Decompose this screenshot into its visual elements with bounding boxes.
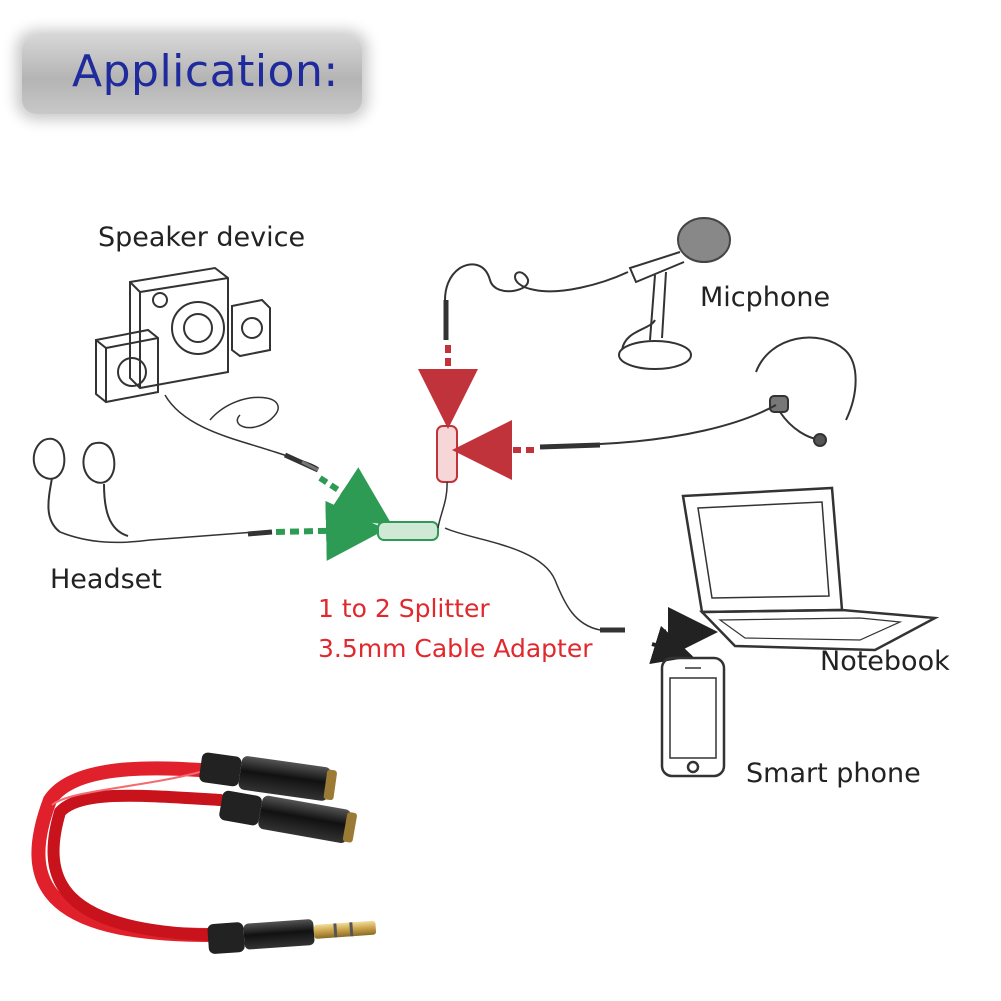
smartphone-icon bbox=[660, 656, 726, 778]
headset-green-arrow bbox=[275, 500, 386, 561]
speaker-green-arrow bbox=[318, 467, 393, 526]
speaker-label: Speaker device bbox=[98, 222, 306, 253]
notebook-label: Notebook bbox=[820, 646, 950, 677]
smartphone-label: Smart phone bbox=[746, 758, 921, 789]
page-title: Application: bbox=[72, 46, 339, 97]
phone-arrow bbox=[649, 625, 694, 665]
splitter-label-line2: 3.5mm Cable Adapter bbox=[318, 634, 593, 663]
headset-mic-plug bbox=[539, 442, 601, 450]
splitter-cable-icon bbox=[31, 752, 377, 954]
earbuds-icon bbox=[32, 437, 256, 544]
microphone-label: Micphone bbox=[700, 282, 831, 313]
laptop-icon bbox=[681, 486, 940, 652]
headset-label: Headset bbox=[50, 564, 162, 595]
headset-plug bbox=[247, 529, 273, 537]
title-banner bbox=[22, 36, 362, 114]
splitter-label-line1: 1 to 2 Splitter bbox=[318, 594, 490, 623]
speaker-plug bbox=[283, 452, 320, 473]
microphone-icon bbox=[444, 217, 731, 370]
headset-mic-icon bbox=[599, 336, 857, 447]
speaker-icon bbox=[95, 266, 319, 469]
